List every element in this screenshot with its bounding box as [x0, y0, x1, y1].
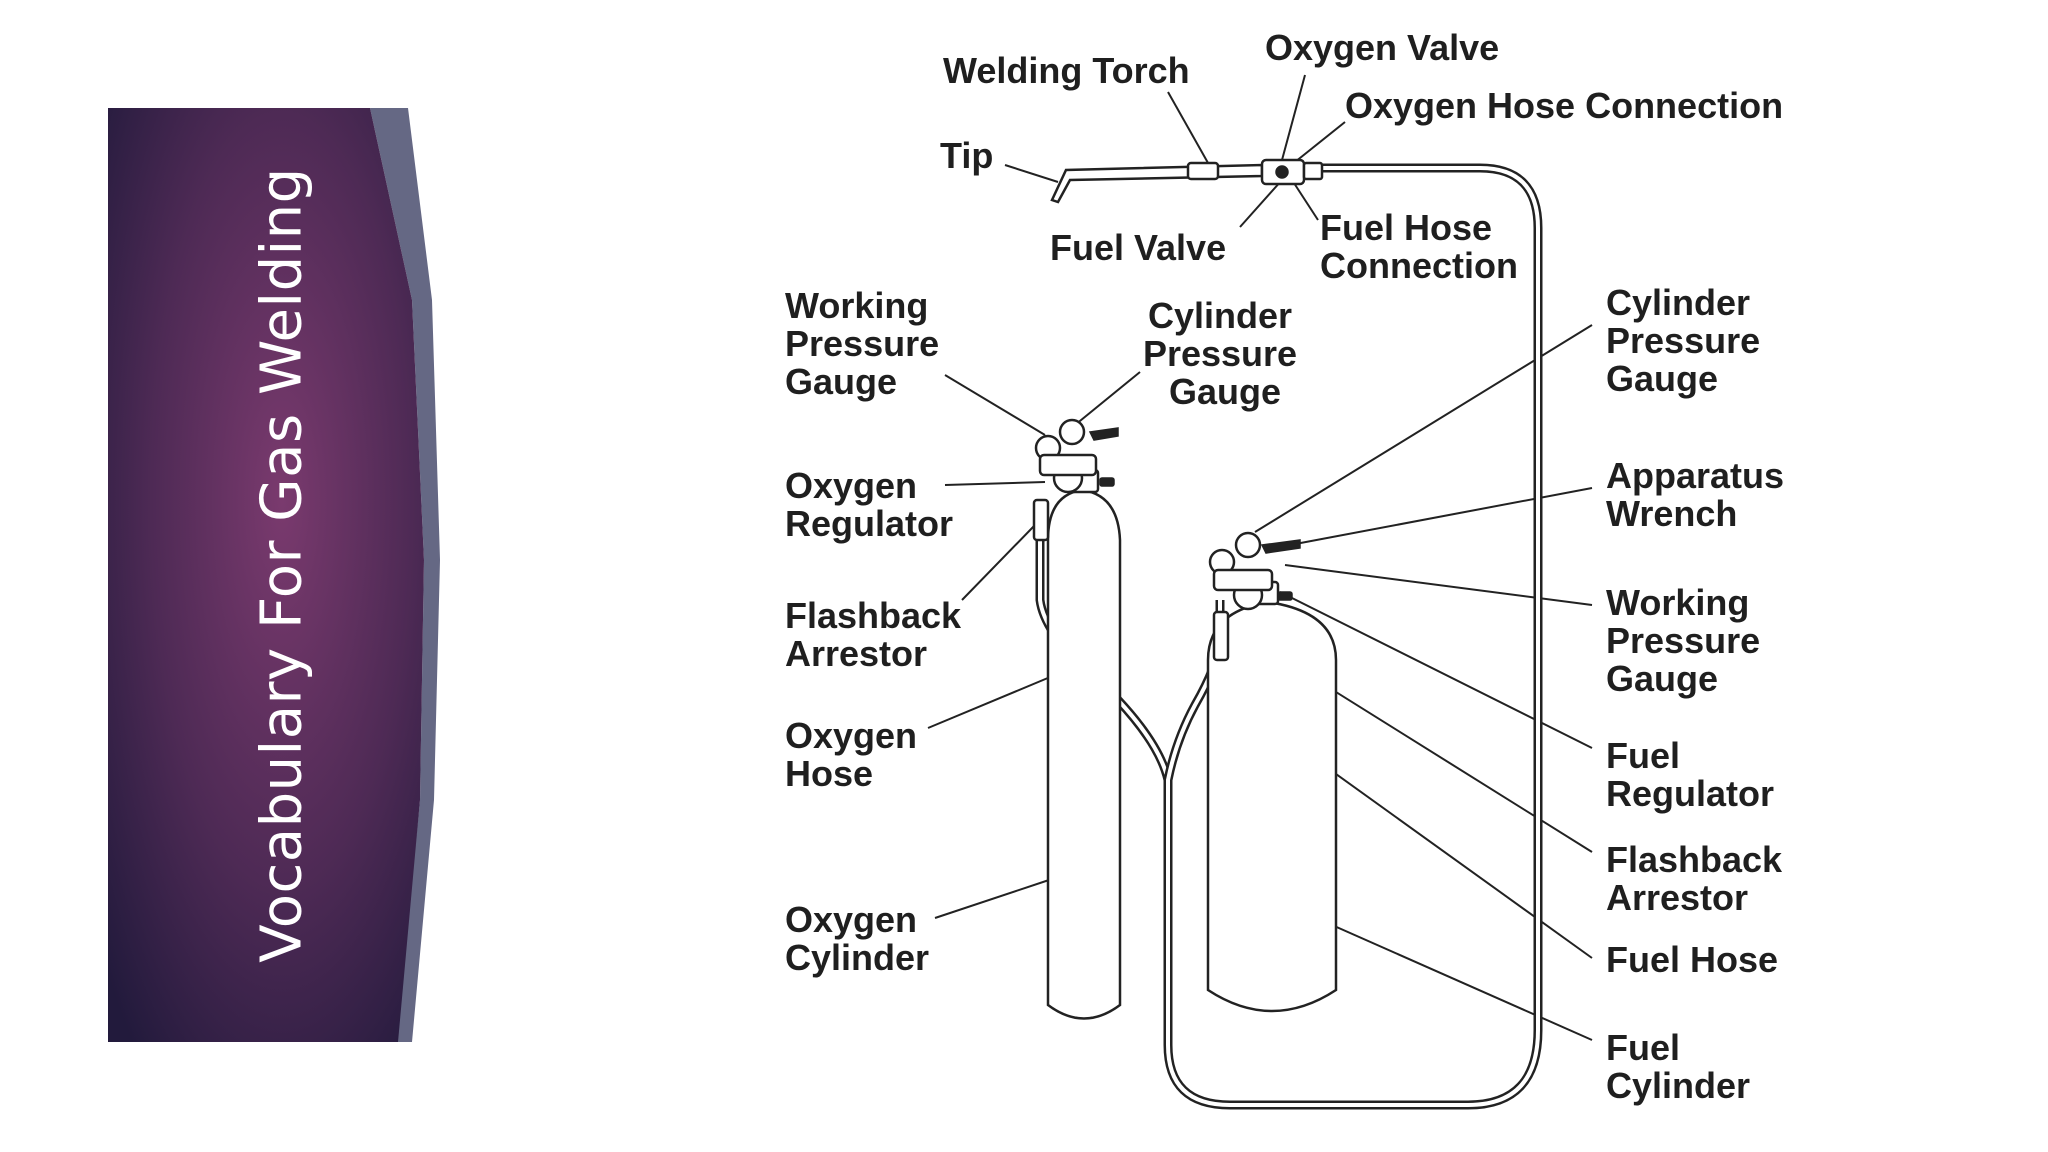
label-left-working-pressure-gauge: Working Pressure Gauge: [785, 285, 949, 402]
label-fuel-regulator: Fuel Regulator: [1606, 735, 1774, 814]
label-tip: Tip: [940, 135, 993, 176]
label-oxygen-regulator: Oxygen Regulator: [785, 465, 953, 544]
label-right-cylinder-pressure-gauge: Cylinder Pressure Gauge: [1606, 282, 1770, 399]
label-fuel-cylinder: Fuel Cylinder: [1606, 1027, 1750, 1106]
label-fuel-hose: Fuel Hose: [1606, 939, 1778, 980]
panel-accent-stripe: [370, 108, 440, 1042]
label-right-working-pressure-gauge: Working Pressure Gauge: [1606, 582, 1770, 699]
label-fuel-hose-connection: Fuel Hose Connection: [1320, 207, 1518, 286]
diagram-labels: Welding Torch Oxygen Valve Oxygen Hose C…: [785, 27, 1794, 1106]
label-apparatus-wrench: Apparatus Wrench: [1606, 455, 1794, 534]
label-oxygen-hose-connection: Oxygen Hose Connection: [1345, 85, 1783, 126]
label-oxygen-valve: Oxygen Valve: [1265, 27, 1499, 68]
panel-background: [108, 108, 424, 1042]
label-oxygen-hose: Oxygen Hose: [785, 715, 927, 794]
label-left-cylinder-pressure-gauge: Cylinder Pressure Gauge: [1143, 295, 1307, 412]
label-left-flashback-arrestor: Flashback Arrestor: [785, 595, 971, 674]
label-fuel-valve: Fuel Valve: [1050, 227, 1226, 268]
fuel-cylinder-shape: [1206, 531, 1338, 1013]
oxygen-cylinder-shape: [1032, 418, 1122, 1020]
label-welding-torch: Welding Torch: [943, 50, 1190, 91]
label-oxygen-cylinder: Oxygen Cylinder: [785, 899, 929, 978]
welding-torch: [1050, 158, 1324, 204]
label-right-flashback-arrestor: Flashback Arrestor: [1606, 839, 1792, 918]
title-panel: [108, 108, 440, 1042]
